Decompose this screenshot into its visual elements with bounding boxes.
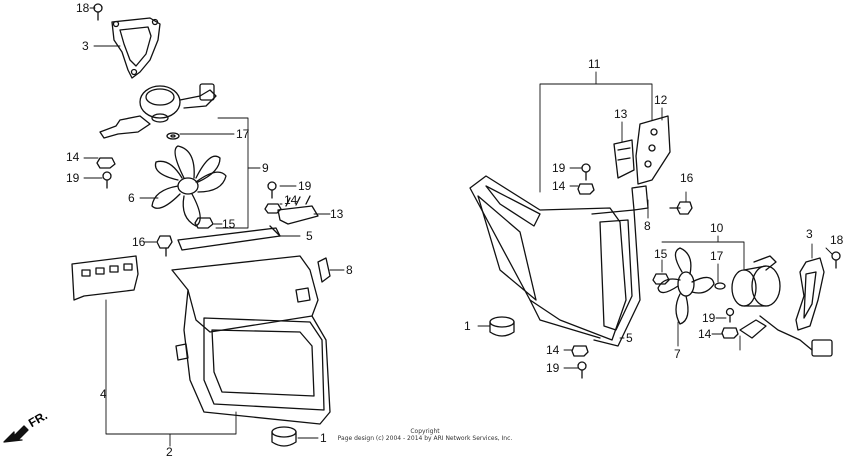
bolt-16-left [156,235,173,257]
bolt-19-left [102,171,112,189]
shroud-bracket-left [111,17,161,79]
bracket-4-left [71,255,139,301]
callout-15-right: 15 [654,247,668,261]
callout-3-left: 3 [82,39,89,53]
callout-10-right: 10 [710,221,724,235]
rubber-mount-1-right [489,316,515,337]
callout-11-right: 11 [588,57,601,71]
bolt-19-right-top [581,163,591,181]
callout-8-right: 8 [644,219,651,233]
callout-7-right: 7 [674,347,681,361]
callout-14-right-mid: 14 [698,327,712,341]
fan-motor-left [99,83,217,139]
callout-5-left: 5 [306,229,313,243]
callout-3-right: 3 [806,227,813,241]
callout-18-right: 18 [830,233,844,247]
fan-shroud-left [171,255,331,425]
callout-14-left: 14 [66,150,80,164]
bolt-18-left [93,3,103,21]
resistor-13-left [277,195,319,225]
nut-14-right-top [577,183,595,195]
rubber-8-right [631,185,649,211]
callout-19-mid: 19 [298,179,312,193]
plate-12-right [635,115,671,185]
fan-motor-right [731,255,833,357]
callout-13-left: 13 [330,207,344,221]
callout-14-right-bottom: 14 [546,343,560,357]
bolt-19-right-bottom [577,361,587,379]
copyright-line-2: Page design (c) 2004 - 2014 by ARI Netwo… [337,435,513,443]
callout-5-right: 5 [626,331,633,345]
callout-2-left: 2 [166,445,173,459]
leader-lines-right [477,71,833,369]
fan-shroud-right [469,175,641,347]
callout-4-left: 4 [100,387,107,401]
fan-blade-right [657,247,715,325]
resistor-13-right [613,139,635,179]
callout-15-left: 15 [222,217,236,231]
callout-14-right-top: 14 [552,179,566,193]
callout-19-right-top: 19 [552,161,566,175]
bolt-19-right-mid [725,307,735,323]
nut-14-right-bottom [571,345,589,357]
nut-15-right [652,273,670,285]
washer-17-left [166,132,180,140]
copyright-notice: Copyright Page design (c) 2004 - 2014 by… [335,428,515,442]
callout-17-left: 17 [236,127,250,141]
callout-1-left: 1 [320,431,327,445]
leader-lines-left [83,7,345,447]
callout-12-right: 12 [654,93,668,107]
rubber-mount-1-left [271,426,297,447]
callout-18-left: 18 [76,1,90,15]
callout-16-left: 16 [132,235,146,249]
callout-19-right-mid: 19 [702,311,716,325]
callout-19-right-bottom: 19 [546,361,560,375]
callout-17-right: 17 [710,249,724,263]
callout-14-mid: 14 [284,193,298,207]
nut-14-left [96,157,116,169]
front-direction-arrow [3,425,29,443]
callout-16-right: 16 [680,171,694,185]
nut-15-left [194,217,214,229]
nut-14-mid [264,203,282,214]
callout-8-left: 8 [346,263,353,277]
callout-9-left: 9 [262,161,269,175]
bolt-19-mid [267,181,277,199]
shroud-bracket-right [795,257,825,331]
callout-6-left: 6 [128,191,135,205]
callout-13-right: 13 [614,107,628,121]
bolt-18-right [831,251,841,269]
rubber-8-left [317,257,331,283]
fan-blade-left [151,145,227,227]
callout-19-left: 19 [66,171,80,185]
washer-17-right [714,282,726,290]
nut-14-right-mid [721,327,739,339]
callout-1-right: 1 [464,319,471,333]
copyright-line-1: Copyright [410,428,440,435]
bolt-16-right [669,201,693,215]
